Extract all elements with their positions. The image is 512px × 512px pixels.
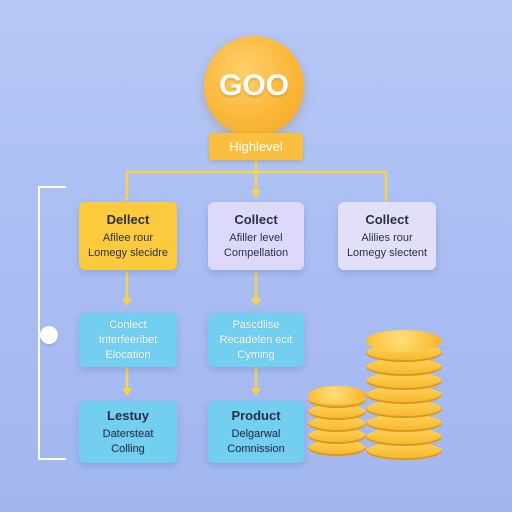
node-line: Alilies rour xyxy=(361,231,413,244)
node-conlect[interactable]: Conlect Interfeeribet Elocation xyxy=(79,313,177,367)
node-line: Lomegy slectent xyxy=(346,246,428,259)
highlevel-label[interactable]: Highlevel xyxy=(209,133,303,160)
highlevel-label-text: Highlevel xyxy=(229,139,283,154)
node-line: Conlect xyxy=(109,318,147,331)
node-line: Delgarwal xyxy=(231,427,281,440)
node-title: Collect xyxy=(234,211,278,227)
node-line: Comnission xyxy=(227,442,285,455)
node-line: Pascdlise xyxy=(232,318,280,331)
slider-knob[interactable] xyxy=(40,326,58,344)
node-title: Product xyxy=(231,407,281,423)
node-line: Afilee rour xyxy=(102,231,154,244)
coin-stacks-illustration xyxy=(306,326,456,466)
node-pascdlise[interactable]: Pascdlise Recadelen ecit Cyming xyxy=(208,313,304,367)
node-line: Interfeeribet xyxy=(98,333,158,346)
node-collect-center[interactable]: Collect Afiller level Compellation xyxy=(208,202,304,270)
node-line: Colling xyxy=(111,442,145,455)
node-line: Datersteat xyxy=(102,427,154,440)
node-title: Lestuy xyxy=(107,407,149,423)
node-line: Elocation xyxy=(105,348,151,361)
node-collect-right[interactable]: Collect Alilies rour Lomegy slectent xyxy=(338,202,436,270)
node-line: Recadelen ecit xyxy=(219,333,293,346)
node-line: Compellation xyxy=(223,246,289,259)
node-product[interactable]: Product Delgarwal Comnission xyxy=(208,401,304,463)
node-line: Lomegy slecidre xyxy=(87,246,169,259)
node-title: Collect xyxy=(365,211,409,227)
node-title: Dellect xyxy=(106,211,150,227)
node-dellect[interactable]: Dellect Afilee rour Lomegy slecidre xyxy=(79,202,177,270)
side-bracket xyxy=(38,186,66,460)
node-line: Afiller level xyxy=(229,231,283,244)
node-lestuy[interactable]: Lestuy Datersteat Colling xyxy=(79,401,177,463)
goo-coin-logo: GOO xyxy=(204,36,304,136)
coin-text: GOO xyxy=(218,69,289,102)
node-line: Cyming xyxy=(237,348,275,361)
